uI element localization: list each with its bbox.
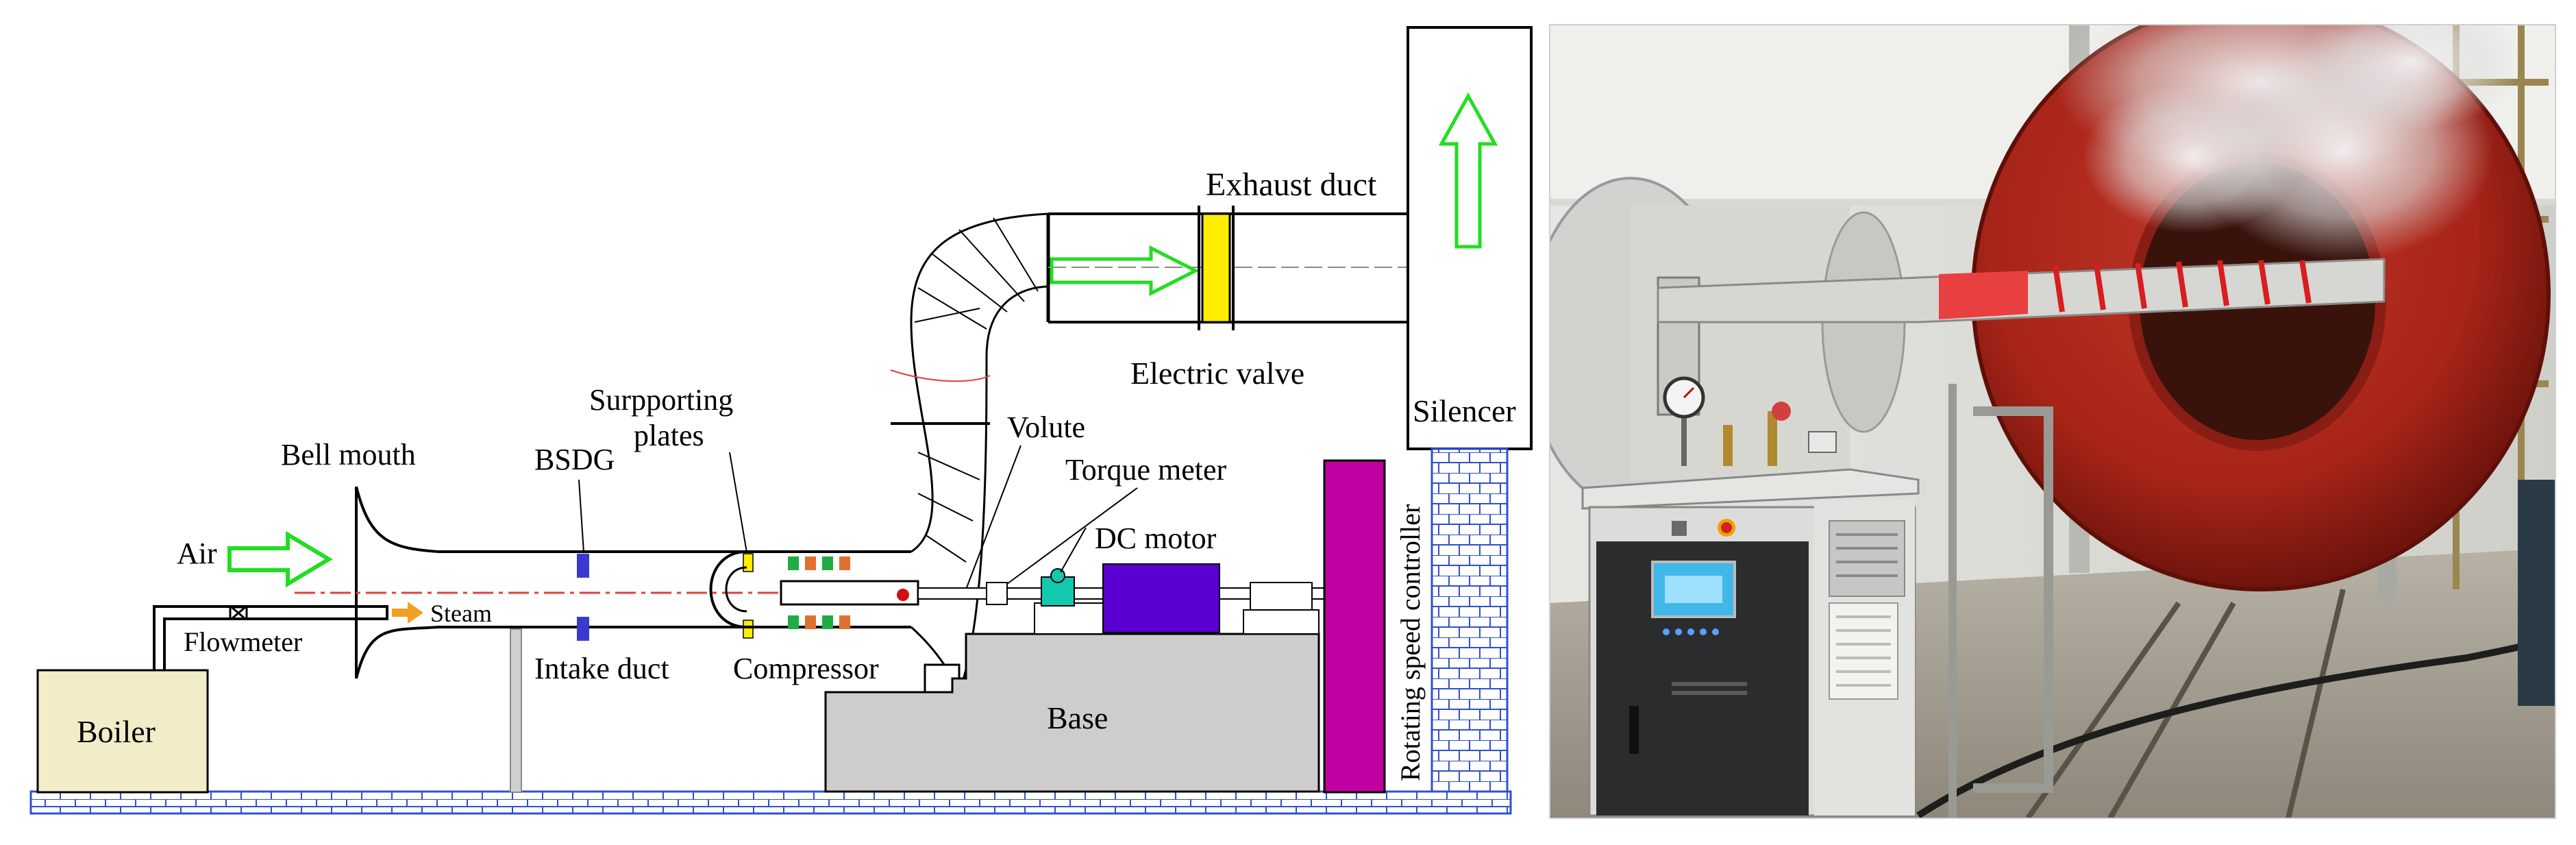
steam-injection-pipe [1657,258,2386,416]
ground-brick-strip [29,790,1512,815]
schematic-panel: Boiler Flowmeter Steam Bell mouth Air [29,26,1533,815]
electric-valve-label: Electric valve [1130,356,1304,391]
steam-arrow-icon [392,602,423,624]
compressor-label: Compressor [733,652,879,685]
valves-on-cabinet [1723,402,1837,466]
exhaust-duct-label: Exhaust duct [1206,167,1377,203]
boiler-box [36,669,209,794]
torque-meter-leader [1006,487,1138,585]
speed-controller-box [1323,459,1386,794]
steam-boiler-cabinet-icon [1581,468,1920,817]
bell-mouth-label: Bell mouth [281,438,416,472]
volute-label: Volute [1007,411,1085,444]
exhaust-arrow-icon [1050,245,1200,297]
base-platform [824,633,1320,793]
air-arrow-icon [227,530,333,588]
silencer-arrow-icon [1438,92,1498,249]
supporting-plates-leader [729,452,747,553]
bsdg-lower [577,617,589,641]
supporting-plate-lower [743,620,754,639]
base-label: Base [1047,700,1108,735]
volute [890,212,1049,694]
supporting-plates-label-2: plates [634,419,704,452]
bell-mouth [355,486,439,679]
boiler-label: Boiler [77,714,156,749]
duct-support [510,628,522,793]
bsdg-label: BSDG [534,443,615,476]
drive-train [917,563,1343,635]
steam-pipe [153,605,388,670]
silencer-label: Silencer [1413,393,1516,428]
steam-plume-icon [2055,25,2521,260]
compressor [709,550,919,629]
air-label: Air [177,537,217,570]
silencer-box [1407,26,1533,450]
steam-label: Steam [430,600,492,627]
intake-duct [438,550,747,628]
bsdg-upper [577,554,589,578]
torque-meter-label: Torque meter [1065,453,1226,487]
rotating-speed-controller-label: Rotating speed controller [1395,504,1426,781]
pressure-gauge-icon [1663,376,1705,466]
photo-panel [1549,24,2556,819]
dc-motor-label: DC motor [1095,522,1217,555]
flowmeter-valve-icon [229,606,248,620]
photo-frame [1549,24,2556,819]
volute-leader [965,445,1021,590]
bsdg-leader [578,479,584,553]
flowmeter-label: Flowmeter [184,626,302,657]
dc-motor-leader [1060,527,1087,573]
silencer-brick-pillar [1431,448,1509,793]
intake-duct-label: Intake duct [534,652,669,685]
dc-motor-box [1102,563,1220,633]
electric-valve [1201,212,1231,323]
supporting-plate-upper [743,553,754,572]
supporting-plates-label-1: Surpporting [589,383,733,417]
